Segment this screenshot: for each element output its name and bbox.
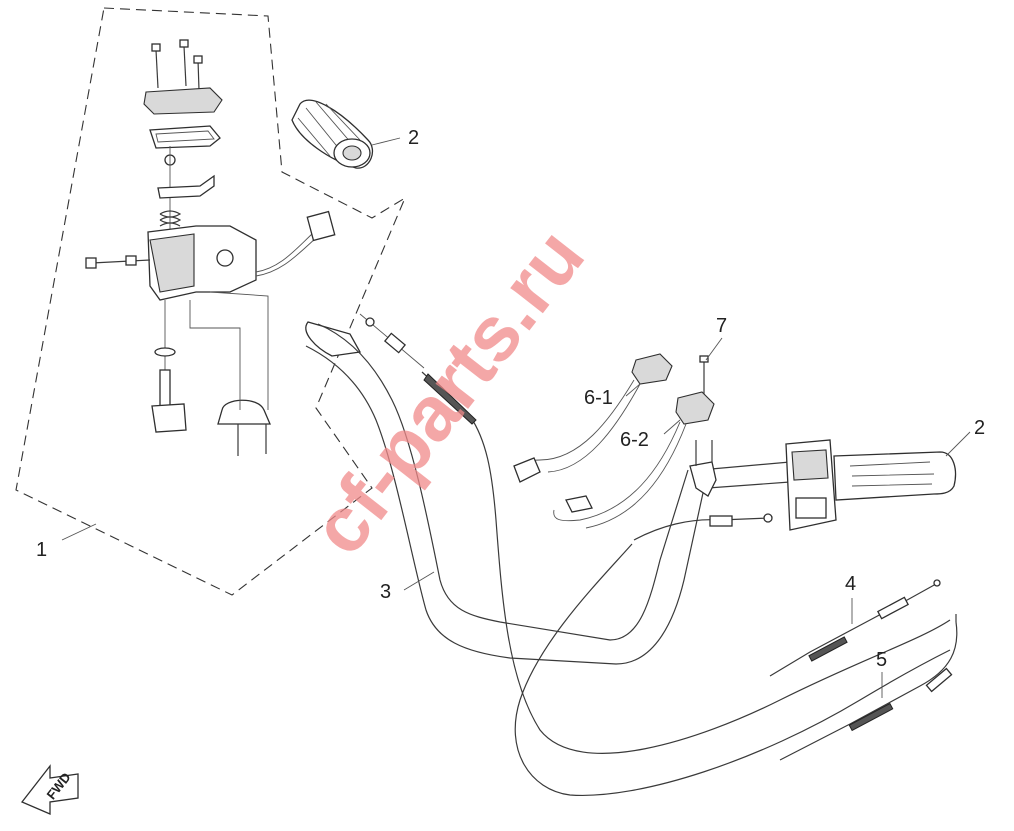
switch-6-2 <box>553 391 715 529</box>
callout-2-right-grip: 2 <box>974 417 985 439</box>
throttle-cable <box>359 313 951 754</box>
cable-4 <box>769 579 941 677</box>
clutch-cable <box>514 513 951 797</box>
callout-5: 5 <box>876 649 887 671</box>
handlebar <box>305 321 791 665</box>
left-grip <box>291 99 373 169</box>
fwd-direction-marker: FWD <box>20 764 79 815</box>
cable-5 <box>779 614 958 761</box>
switch-6-1 <box>513 353 673 483</box>
callout-leaders <box>61 137 971 698</box>
right-switch-housing <box>785 439 837 531</box>
callout-6-1: 6-1 <box>584 387 613 409</box>
screw-7 <box>699 355 709 394</box>
assembly-boundary-dashed <box>15 7 407 596</box>
mirror-clamp <box>689 440 717 497</box>
left-switch-assembly <box>85 39 336 456</box>
right-grip <box>833 451 957 501</box>
callout-6-2: 6-2 <box>620 429 649 451</box>
callout-3: 3 <box>380 581 391 603</box>
callout-7: 7 <box>716 315 727 337</box>
callout-2-left-grip: 2 <box>408 127 419 149</box>
callout-1: 1 <box>36 539 47 561</box>
callout-4: 4 <box>845 573 856 595</box>
